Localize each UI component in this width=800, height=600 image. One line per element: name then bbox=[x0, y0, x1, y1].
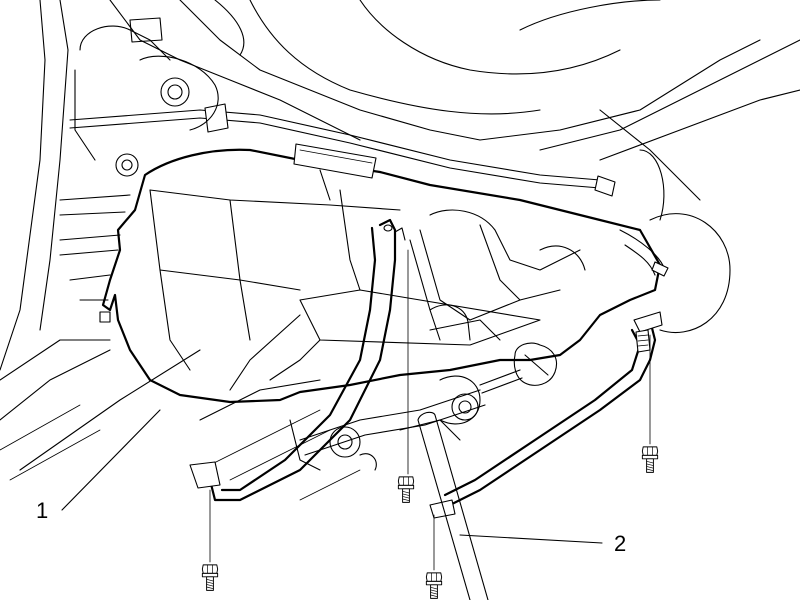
fuel-tank bbox=[99, 143, 669, 404]
tank-strap-left bbox=[189, 218, 406, 502]
callout-2: 2 bbox=[614, 531, 627, 556]
callout-1: 1 bbox=[36, 498, 49, 523]
leader-line-2 bbox=[459, 534, 603, 544]
bolt-icon bbox=[425, 572, 443, 599]
tank-strap-right bbox=[429, 311, 663, 519]
vehicle-body-background bbox=[0, 0, 800, 501]
leader-line-1 bbox=[61, 409, 161, 511]
filler-pipe bbox=[417, 411, 489, 600]
bolt-axis-lines bbox=[209, 249, 651, 571]
bolt-icon bbox=[397, 476, 415, 503]
bolt-icon bbox=[201, 564, 219, 591]
rear-axle-assembly bbox=[289, 209, 586, 471]
bolt-icon bbox=[641, 446, 659, 473]
